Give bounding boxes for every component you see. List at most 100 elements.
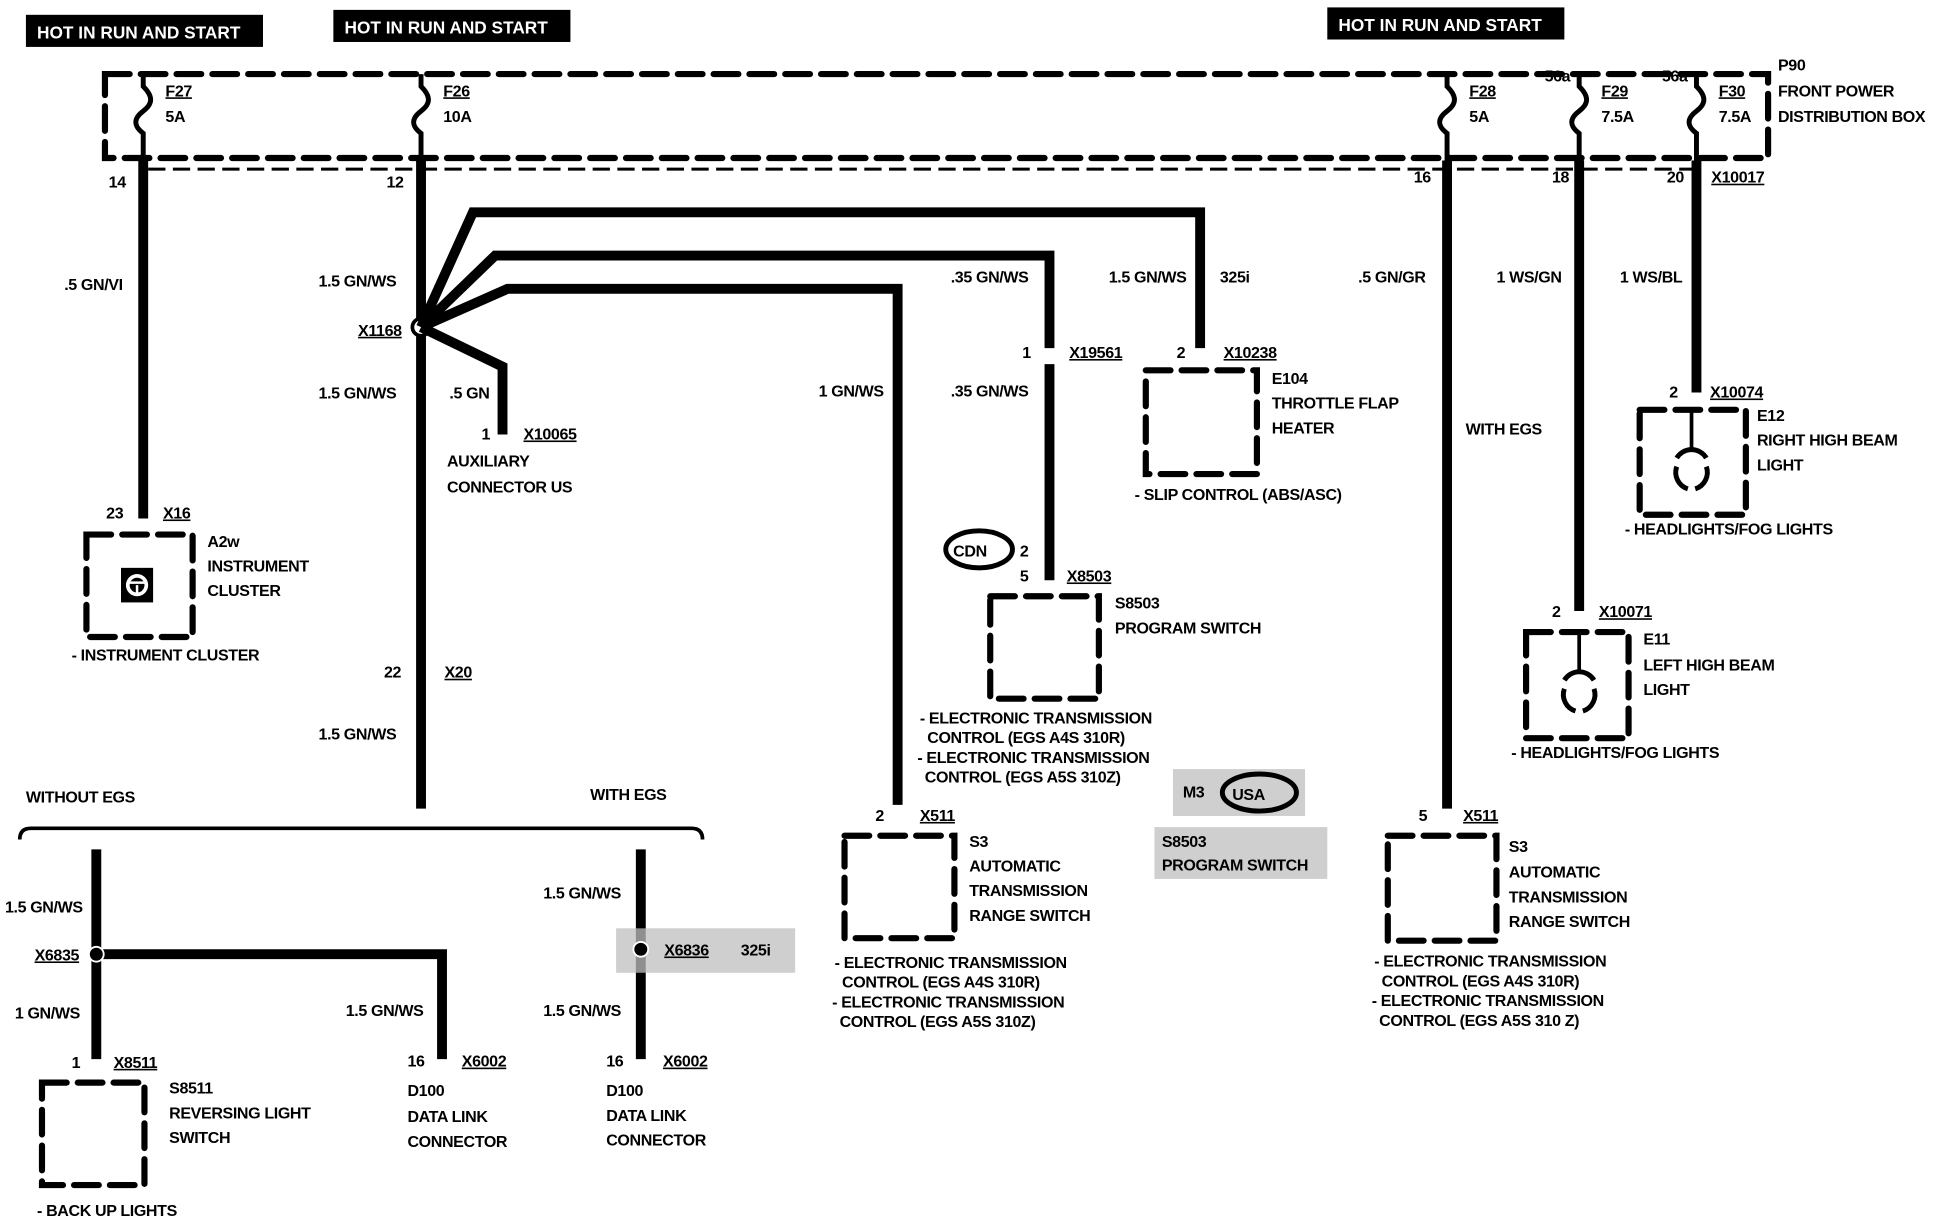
component-name: THROTTLE FLAP: [1272, 395, 1400, 413]
component-name: AUXILIARY: [447, 453, 530, 471]
wire-label: 1 WS/GN: [1496, 269, 1561, 287]
wire-label: 1 GN/WS: [819, 382, 885, 400]
component-ref: CONTROL (EGS A4S 310R): [927, 729, 1125, 747]
component-name: REVERSING LIGHT: [169, 1104, 311, 1122]
pin-label: 2: [1177, 344, 1186, 362]
component-name: CONNECTOR US: [447, 479, 573, 497]
usa-badge: [1219, 771, 1299, 814]
fuse-rating: 7.5A: [1601, 108, 1634, 126]
connector-label: X10238: [1224, 344, 1278, 362]
instrument-cluster-icon: [121, 567, 154, 603]
header-tag-text: HOT IN RUN AND START: [1338, 15, 1542, 35]
fuse-rating: 10A: [443, 108, 472, 126]
component-name: CONNECTOR: [407, 1133, 507, 1151]
power-distribution-box: [101, 70, 1772, 171]
wire-label: 1.5 GN/WS: [543, 885, 621, 903]
component-name: CLUSTER: [207, 582, 281, 600]
branch-bus: [17, 826, 705, 840]
connector-label: X10065: [524, 425, 578, 443]
fuse-id: F30: [1719, 82, 1746, 100]
wire-label: 1.5 GN/WS: [346, 1002, 424, 1020]
pin-label: 2: [1669, 384, 1678, 402]
connector-label: X6002: [663, 1053, 708, 1071]
component-name: PROGRAM SWITCH: [1162, 856, 1308, 874]
component-name: SWITCH: [169, 1129, 230, 1147]
power-box-name-1: FRONT POWER: [1778, 82, 1895, 100]
connector-label: X8511: [114, 1054, 158, 1072]
fuse-symbol: [1569, 74, 1590, 161]
fuse-terminal: 56a: [1662, 67, 1689, 85]
pin-label: 5: [1419, 807, 1428, 825]
component-id: S3: [1509, 838, 1528, 856]
wire-to-x511: [419, 283, 903, 805]
splice-label: X6836: [664, 941, 709, 959]
component-ref: - ELECTRONIC TRANSMISSION: [1374, 953, 1606, 971]
fuse-rating: 5A: [1469, 108, 1490, 126]
component-ref: - HEADLIGHTS/FOG LIGHTS: [1625, 521, 1834, 539]
wire-to-d100-a: [96, 949, 447, 1060]
connector-label: X6002: [462, 1053, 507, 1071]
wire-to-e104: [416, 207, 1206, 349]
component-id: S8503: [1162, 833, 1207, 851]
pin-label: 14: [109, 174, 127, 192]
header-tag-text: HOT IN RUN AND START: [37, 22, 241, 42]
component-ref: - SLIP CONTROL (ABS/ASC): [1135, 486, 1342, 504]
component-id: D100: [606, 1082, 643, 1100]
header-tag: HOT IN RUN AND START: [333, 9, 571, 42]
component-box-s8511: [38, 1079, 148, 1189]
component-name: RANGE SWITCH: [969, 907, 1090, 925]
wire-to-aux: [418, 322, 508, 435]
header-tag-text: HOT IN RUN AND START: [344, 17, 548, 37]
component-id: S8511: [169, 1080, 213, 1098]
component-box-e104: [1142, 367, 1261, 478]
wire-label: 1.5 GN/WS: [319, 385, 397, 403]
branch-label: WITHOUT EGS: [26, 788, 136, 806]
component-name: LEFT HIGH BEAM: [1643, 656, 1774, 674]
variant-label: 325i: [741, 941, 771, 959]
power-box-id: P90: [1778, 56, 1806, 74]
bulb-icon: [1560, 632, 1598, 714]
pin-label: 16: [1414, 169, 1432, 187]
pin-label: 12: [386, 174, 404, 192]
fuse-rating: 7.5A: [1719, 108, 1752, 126]
pin-label: 16: [407, 1053, 425, 1071]
cdn-badge: [943, 528, 1015, 571]
component-ref: CONTROL (EGS A5S 310Z): [840, 1013, 1036, 1031]
variant-shading: [1154, 827, 1328, 879]
fuse-symbol: [1437, 74, 1457, 161]
connector-label: X10017: [1711, 169, 1765, 187]
component-name: LIGHT: [1643, 681, 1690, 699]
power-box-name-2: DISTRIBUTION BOX: [1778, 108, 1926, 126]
component-name: RIGHT HIGH BEAM: [1757, 432, 1898, 450]
pin-label: 2: [875, 807, 884, 825]
pin-label: 2: [1020, 543, 1029, 561]
connector-label: X511: [1463, 807, 1499, 825]
component-box-e12: [1636, 406, 1749, 518]
component-name: RANGE SWITCH: [1509, 913, 1630, 931]
component-name: TRANSMISSION: [1509, 888, 1627, 906]
splice-label: X6835: [35, 946, 80, 964]
component-ref: - BACK UP LIGHTS: [37, 1202, 178, 1220]
component-id: E11: [1643, 630, 1670, 648]
component-name: HEATER: [1272, 419, 1335, 437]
pin-label: 1: [1022, 344, 1031, 362]
component-ref: - ELECTRONIC TRANSMISSION: [835, 954, 1067, 972]
component-ref: - HEADLIGHTS/FOG LIGHTS: [1511, 744, 1720, 762]
connector-label: X511: [920, 807, 956, 825]
wire-to-x19561: [417, 250, 1055, 349]
fuse-id: F28: [1469, 82, 1496, 100]
component-name: DATA LINK: [606, 1107, 687, 1125]
wire-label: 1 WS/BL: [1620, 269, 1683, 287]
splice-label: X1168: [358, 322, 402, 340]
pin-label: 22: [384, 664, 402, 682]
pin-label: 20: [1667, 169, 1685, 187]
component-name: PROGRAM SWITCH: [1115, 619, 1261, 637]
model-label: M3: [1183, 783, 1205, 801]
component-name: INSTRUMENT: [207, 558, 309, 576]
component-name: DATA LINK: [407, 1108, 488, 1126]
wire-label: .35 GN/WS: [951, 382, 1029, 400]
component-name: CONNECTOR: [606, 1132, 706, 1150]
component-id: S3: [969, 833, 988, 851]
